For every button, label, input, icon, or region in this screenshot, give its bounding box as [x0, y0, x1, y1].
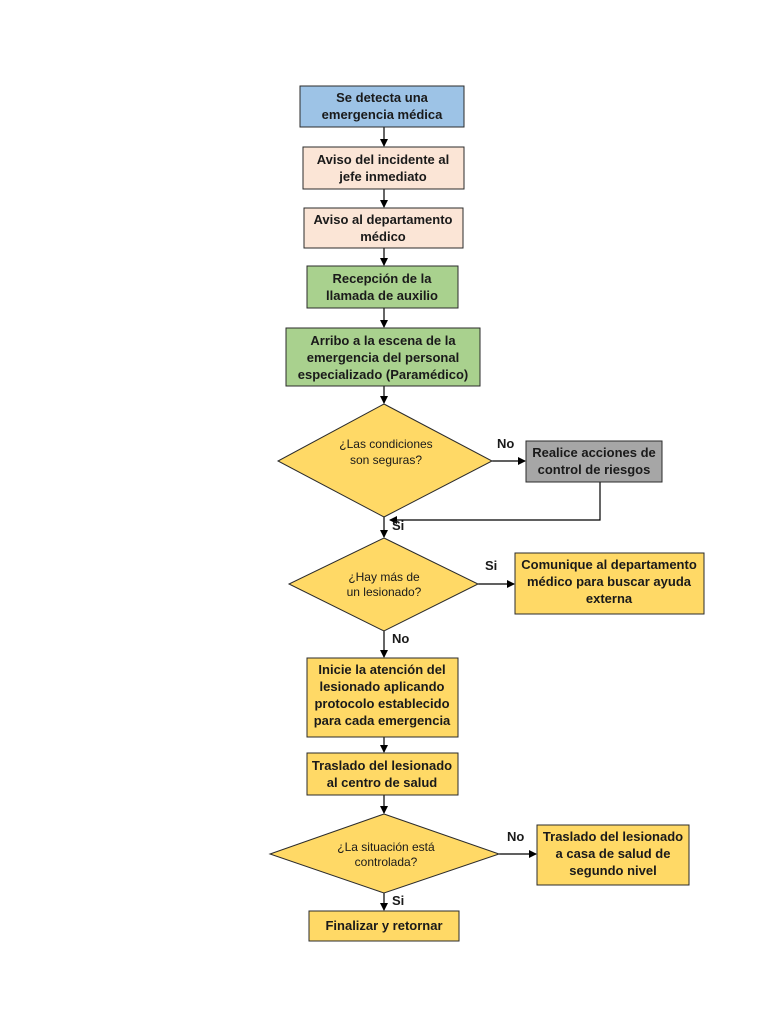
label-d2-si: Si	[485, 558, 497, 573]
node-second-level-transfer: Traslado del lesionado a casa de salud de…	[536, 824, 690, 886]
edge-labels: No Si Si No No Si	[392, 436, 524, 908]
node-label-line: Se detecta una	[336, 90, 429, 105]
node-label-line: al centro de salud	[327, 775, 438, 790]
node-label-line: médico	[360, 229, 406, 244]
node-external-help: Comunique al departamento médico para bus…	[514, 552, 705, 615]
node-notify-supervisor: Aviso del incidente al jefe inmediato	[302, 146, 465, 190]
node-label-line: Recepción de la	[333, 271, 433, 286]
node-label-line: Arribo a la escena de la	[310, 333, 456, 348]
node-label-line: Finalizar y retornar	[325, 918, 442, 933]
node-label-line: externa	[586, 591, 633, 606]
node-label-line: lesionado aplicando	[320, 679, 445, 694]
node-label-line: Traslado del lesionado	[543, 829, 683, 844]
node-label-line: emergencia médica	[322, 107, 443, 122]
node-label-line: protocolo establecido	[314, 696, 449, 711]
label-d1-si: Si	[392, 518, 404, 533]
node-label-line: control de riesgos	[538, 462, 651, 477]
svg-text:Finalizar y retornar: Finalizar y retornar	[325, 918, 442, 933]
node-receive-call: Recepción de la llamada de auxilio	[306, 265, 459, 309]
node-label-line: Traslado del lesionado	[312, 758, 452, 773]
node-label-line: un lesionado?	[347, 585, 422, 599]
node-transfer-health-center: Traslado del lesionado al centro de salud	[306, 752, 459, 796]
node-label-line: Aviso del incidente al	[317, 152, 449, 167]
node-label-line: ¿Las condiciones	[339, 437, 432, 451]
node-label-line: ¿La situación está	[337, 840, 435, 854]
node-label-line: Inicie la atención del	[318, 662, 445, 677]
label-d2-no: No	[392, 631, 409, 646]
node-risk-control: Realice acciones de control de riesgos	[525, 440, 663, 483]
node-label-line: jefe inmediato	[338, 169, 426, 184]
node-label-line: Aviso al departamento	[314, 212, 453, 227]
node-start-emergency: Se detecta una emergencia médica	[299, 85, 465, 128]
label-d3-no: No	[507, 829, 524, 844]
node-label-line: especializado (Paramédico)	[298, 367, 469, 382]
node-label-line: emergencia del personal	[307, 350, 459, 365]
decision-safe-conditions: ¿Las condiciones son seguras?	[276, 403, 494, 518]
node-label-line: a casa de salud de	[556, 846, 671, 861]
node-paramedic-arrival: Arribo a la escena de la emergencia del p…	[285, 327, 481, 387]
node-label-line: llamada de auxilio	[326, 288, 438, 303]
node-label-line: son seguras?	[350, 453, 422, 467]
node-finish: Finalizar y retornar	[308, 910, 460, 942]
connectors	[380, 127, 601, 911]
node-label-line: para cada emergencia	[314, 713, 451, 728]
node-notify-medical-dept: Aviso al departamento médico	[303, 207, 464, 249]
arrow-n6-return	[389, 482, 601, 524]
node-label-line: Comunique al departamento	[521, 557, 697, 572]
node-label-line: Realice acciones de	[532, 445, 656, 460]
node-label-line: controlada?	[355, 855, 418, 869]
node-label-line: médico para buscar ayuda	[527, 574, 692, 589]
node-start-care: Inicie la atención del lesionado aplicand…	[306, 657, 459, 738]
label-d1-no: No	[497, 436, 514, 451]
node-label-line: segundo nivel	[569, 863, 656, 878]
node-label-line: ¿Hay más de	[348, 570, 420, 584]
label-d3-si: Si	[392, 893, 404, 908]
